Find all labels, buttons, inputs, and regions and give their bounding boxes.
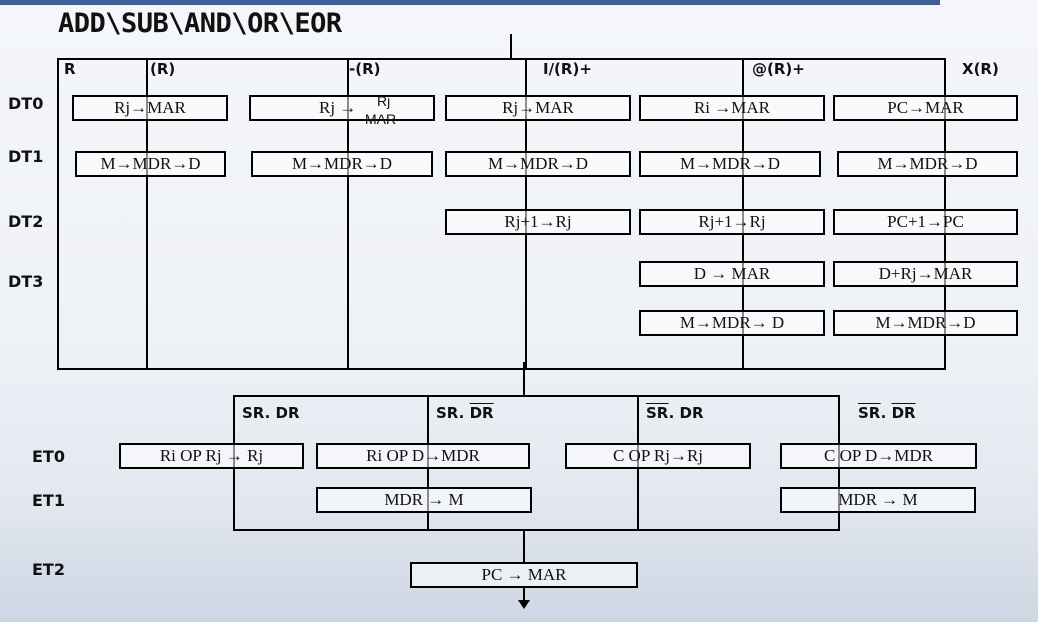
cond-sr-notdr: SR. DR xyxy=(436,404,494,422)
dt3-label: DT3 xyxy=(8,272,44,291)
entry-line xyxy=(510,34,512,58)
cond-notsr-dr-dr: . DR xyxy=(668,404,704,422)
cond-notsr-dr-sr: SR xyxy=(646,404,669,422)
dt0-box-2: Rj → Rj MAR xyxy=(249,93,435,127)
dt0-box-2-upper: Rj xyxy=(377,93,391,109)
dt4-box-1: M→MDR→ D xyxy=(639,310,825,336)
dt0-box-2-text: Rj → xyxy=(319,98,357,117)
dt0-label: DT0 xyxy=(8,94,44,113)
mode-autoincrement-deferred: @(R)+ xyxy=(752,60,805,78)
mode-indexed: X(R) xyxy=(962,60,999,78)
mode-register: R xyxy=(64,60,76,78)
dt-divider-1 xyxy=(146,58,148,370)
dt-et-connector xyxy=(523,362,525,396)
et0-box-2: Ri OP D→MDR xyxy=(316,443,530,469)
dt-frame-left xyxy=(57,58,59,370)
dt1-box-1: M→MDR→D xyxy=(75,151,226,177)
et1-label: ET1 xyxy=(32,491,65,510)
top-accent-bar xyxy=(0,0,940,5)
cond-notsr-dr: SR. DR xyxy=(646,404,704,422)
diagram-title: ADD\SUB\AND\OR\EOR xyxy=(58,8,342,39)
dt-frame-bottom xyxy=(57,368,946,370)
cond-notsr-notdr-dot: . xyxy=(880,404,892,422)
dt4-box-2: M→MDR→D xyxy=(833,310,1018,336)
et-frame-bottom xyxy=(233,529,840,531)
cond-sr-dr: SR. DR xyxy=(242,404,300,422)
dt1-box-3: M→MDR→D xyxy=(445,151,631,177)
dt-frame-top xyxy=(57,58,946,60)
dt3-box-2: D+Rj→MAR xyxy=(833,261,1018,287)
cond-notsr-notdr-dr: DR xyxy=(891,404,916,422)
dt2-label: DT2 xyxy=(8,212,44,231)
et0-box-4: C OP D→MDR xyxy=(780,443,977,469)
dt-divider-2 xyxy=(347,58,349,370)
dt0-box-4: Ri →MAR xyxy=(639,95,825,121)
et2-box-1: PC → MAR xyxy=(410,562,638,588)
mode-register-indirect: (R) xyxy=(150,60,176,78)
et0-box-3: C OP Rj→Rj xyxy=(565,443,751,469)
dt0-box-3: Rj→MAR xyxy=(445,95,631,121)
dt1-label: DT1 xyxy=(8,147,44,166)
dt1-box-5: M→MDR→D xyxy=(837,151,1018,177)
dt2-box-1: Rj+1→Rj xyxy=(445,209,631,235)
et0-box-1: Ri OP Rj → Rj xyxy=(119,443,304,469)
et0-label: ET0 xyxy=(32,447,65,466)
et1-box-1: MDR → M xyxy=(316,487,532,513)
cond-notsr-notdr-sr: SR xyxy=(858,404,881,422)
mode-autodecrement: -(R) xyxy=(349,60,381,78)
dt2-box-3: PC+1→PC xyxy=(833,209,1018,235)
et2-label: ET2 xyxy=(32,560,65,579)
dt2-box-2: Rj+1→Rj xyxy=(639,209,825,235)
et1-box-2: MDR → M xyxy=(780,487,976,513)
exit-arrow-icon xyxy=(518,600,530,609)
et-frame-top xyxy=(233,395,840,397)
mode-autoincrement: I/(R)+ xyxy=(543,60,592,78)
dt3-box-1: D → MAR xyxy=(639,261,825,287)
dt1-box-2: M→MDR→D xyxy=(251,151,433,177)
et-et2-connector xyxy=(523,529,525,563)
cond-notsr-notdr: SR. DR xyxy=(858,404,916,422)
dt0-box-5: PC→MAR xyxy=(833,95,1018,121)
cond-sr-notdr-sr: SR. xyxy=(436,404,465,422)
dt0-box-1: Rj→MAR xyxy=(72,95,228,121)
dt0-box-2-lower: MAR xyxy=(365,111,397,127)
exit-line xyxy=(523,586,525,604)
cond-sr-notdr-dr: DR xyxy=(469,404,494,422)
dt1-box-4: M→MDR→D xyxy=(639,151,821,177)
